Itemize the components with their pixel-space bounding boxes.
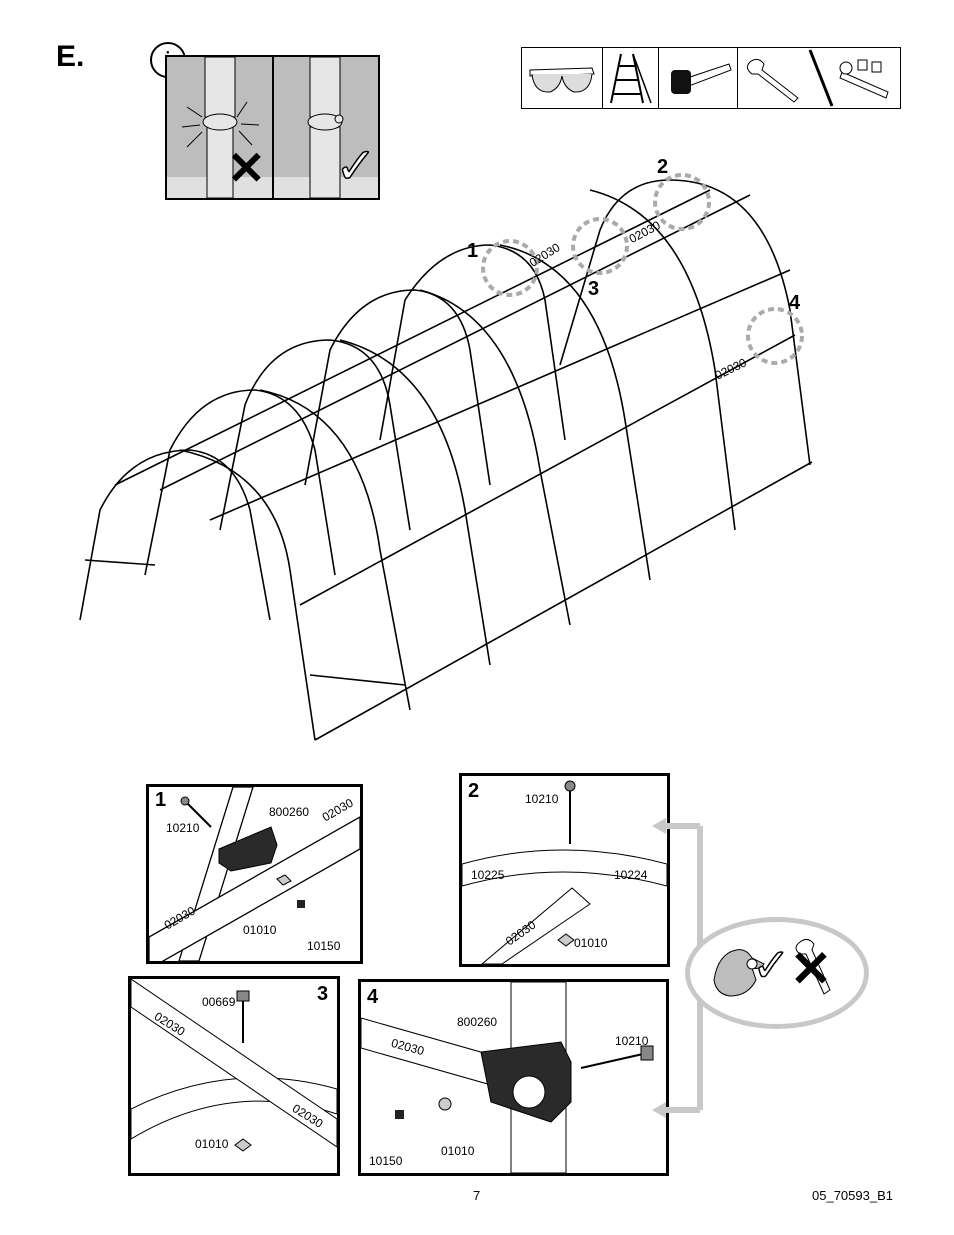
callout-number-4: 4 (789, 292, 801, 314)
callout-circle-1 (481, 239, 539, 297)
greenhouse-frame-illustration (79, 173, 813, 741)
document-code: 05_70593_B1 (812, 1188, 893, 1203)
part-label-cap: 10150 (369, 1154, 403, 1168)
part-label-nut: 01010 (195, 1137, 229, 1151)
part-label-bolt: 10210 (166, 821, 200, 835)
callout-number-3: 3 (588, 278, 600, 300)
part-label-cap: 10150 (307, 939, 341, 953)
detail-3-number: 3 (317, 983, 329, 1005)
ladder-icon (603, 48, 659, 108)
detail-3-illustration (131, 979, 337, 1152)
required-tools (521, 47, 901, 109)
hand-tighten-icon (713, 949, 765, 997)
step-letter: E. (56, 40, 85, 73)
info-panel: ✕ ✓ (165, 55, 380, 200)
part-label-bolt: 10210 (525, 792, 559, 806)
page-number: 7 (473, 1188, 481, 1203)
detail-2-panel: 2 10210 10225 10224 02030 01010 (459, 773, 670, 967)
part-label-bolt: 10210 (615, 1034, 649, 1048)
part-label-bolt: 00669 (202, 995, 236, 1009)
rubber-mallet-icon (659, 48, 738, 108)
part-label-nut: 01010 (441, 1144, 475, 1158)
callout-circle-4 (746, 307, 804, 365)
part-label-nut: 01010 (243, 923, 277, 937)
detail-2-number: 2 (468, 780, 480, 802)
safety-glasses-icon (522, 48, 603, 108)
part-label-bracket: 800260 (457, 1015, 498, 1029)
detail-1-illustration (149, 787, 360, 961)
callout-circle-2 (653, 173, 711, 231)
wrench-icon (795, 938, 831, 995)
callout-circle-3 (571, 217, 629, 275)
adjustable-wrench-and-socket-icon (738, 48, 901, 108)
part-label-arch-left: 10225 (471, 868, 505, 882)
hand-tighten-note: ✓ ✕ (685, 917, 869, 1029)
detail-3-panel: 3 00669 02030 02030 01010 (128, 976, 340, 1176)
detail-1-number: 1 (155, 789, 167, 811)
wrong-mark-icon: ✕ (227, 142, 266, 194)
callout-number-2: 2 (657, 156, 669, 178)
detail-4-illustration (361, 982, 654, 1173)
wrong-mark-icon: ✕ (790, 941, 832, 997)
check-mark-icon: ✓ (751, 939, 791, 991)
part-label-nut: 01010 (574, 936, 608, 950)
detail-1-panel: 1 10210 800260 02030 02030 01010 10150 (146, 784, 363, 964)
part-label-bracket: 800260 (269, 805, 310, 819)
callout-number-1: 1 (467, 240, 479, 262)
detail-4-panel: 4 800260 02030 10210 10150 01010 (358, 979, 669, 1176)
part-label-arch-right: 10224 (614, 868, 648, 882)
detail-2-illustration (462, 780, 667, 964)
check-mark-icon: ✓ (334, 138, 377, 194)
detail-4-number: 4 (367, 986, 379, 1008)
